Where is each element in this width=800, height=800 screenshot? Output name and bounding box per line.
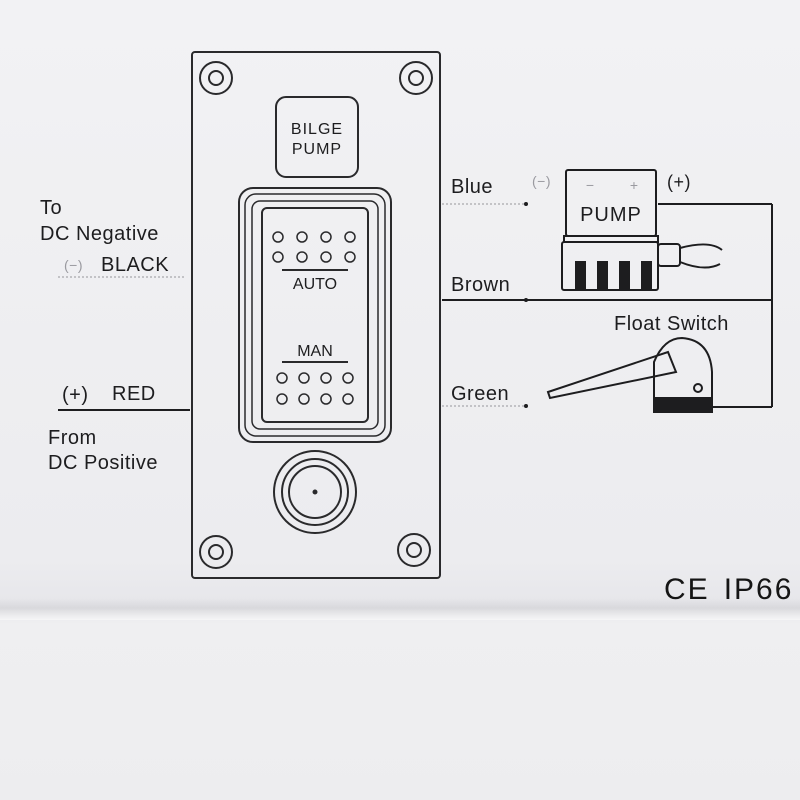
pump-minus: − <box>586 177 594 193</box>
positive-color-label: RED <box>112 383 156 405</box>
switch-auto-label: AUTO <box>293 276 337 293</box>
negative-sign: (−) <box>64 257 83 273</box>
paper-fold <box>0 598 800 620</box>
screw-top-left-icon <box>199 61 233 95</box>
screw-bottom-left-icon <box>199 535 233 569</box>
pump-positive-label: (+) <box>667 172 691 192</box>
panel-title-line2: PUMP <box>292 141 342 158</box>
float-switch-label: Float Switch <box>614 313 729 335</box>
panel-title-line1: BILGE <box>291 121 343 138</box>
rocker-switch <box>261 207 369 423</box>
pump-label: PUMP <box>580 204 642 226</box>
pump-plus: + <box>630 177 638 193</box>
positive-label-line1: From <box>48 427 97 449</box>
pump-icon <box>561 169 723 291</box>
screw-top-right-icon <box>399 61 433 95</box>
blue-wire-sign: (−) <box>532 173 551 189</box>
ip-rating: IP66 <box>723 573 794 606</box>
ce-mark: CE <box>664 573 710 606</box>
auto-led-dots <box>272 231 356 263</box>
screw-bottom-right-icon <box>397 533 431 567</box>
float-switch-icon <box>546 336 713 413</box>
certification-marks: CE IP66 <box>664 575 793 605</box>
negative-color-label: BLACK <box>101 254 170 276</box>
positive-sign: (+) <box>62 384 89 406</box>
negative-label-line1: To <box>40 197 63 219</box>
panel-plate <box>191 51 441 579</box>
wire-label-brown: Brown <box>451 274 511 296</box>
fuse-knob-icon <box>273 450 357 534</box>
wire-label-blue: Blue <box>451 176 494 198</box>
switch-outer-frame <box>238 187 392 443</box>
positive-label-line2: DC Positive <box>48 452 158 474</box>
bilge-pump-label-box <box>275 96 359 178</box>
switch-man-label: MAN <box>297 343 333 360</box>
negative-label-line2: DC Negative <box>40 223 159 245</box>
man-led-dots <box>276 372 354 405</box>
wire-label-green: Green <box>451 383 510 405</box>
